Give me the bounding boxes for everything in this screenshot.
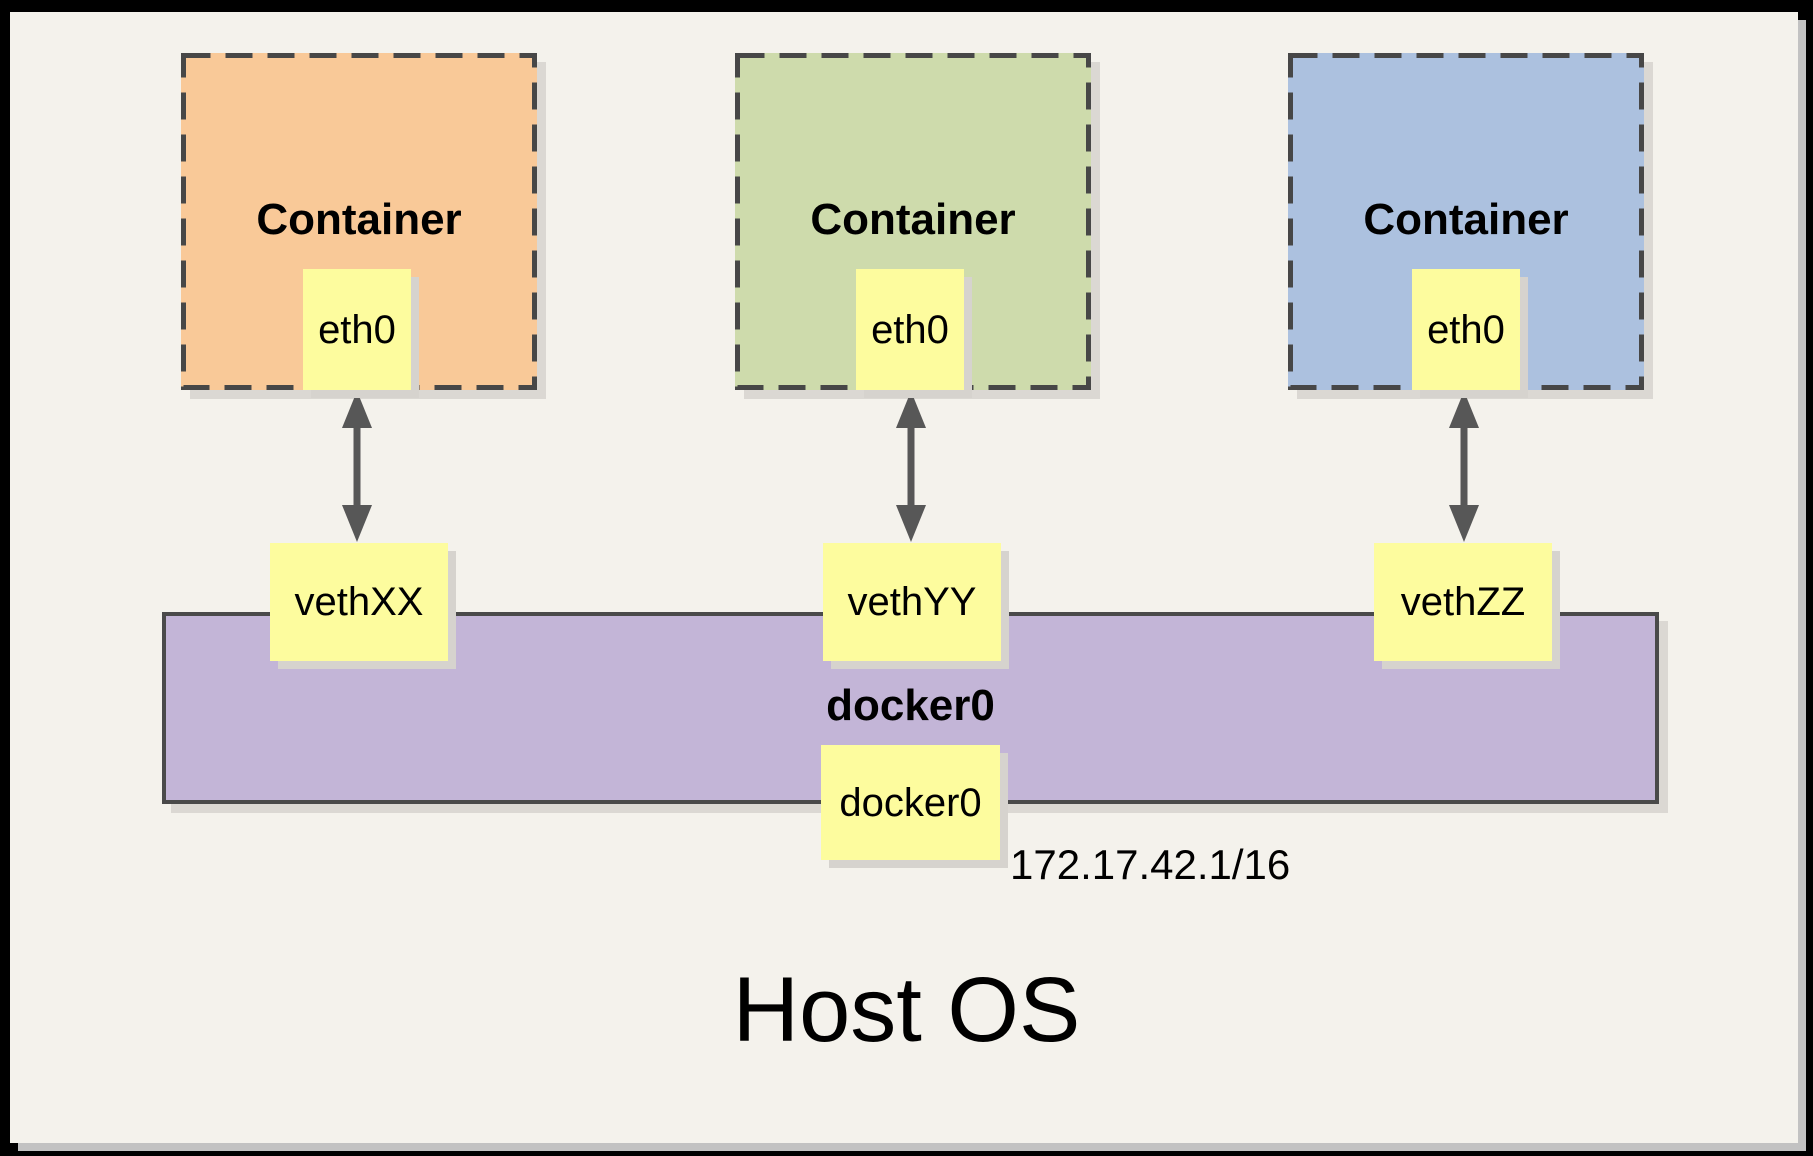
eth0-box-1: eth0 <box>303 269 411 390</box>
eth0-label-3: eth0 <box>1427 307 1505 352</box>
vethzz-box: vethZZ <box>1374 543 1552 661</box>
eth0-box-3: eth0 <box>1412 269 1520 390</box>
eth0-label-1: eth0 <box>318 307 396 352</box>
docker0-bridge-label: docker0 <box>826 681 995 730</box>
eth0-box-2: eth0 <box>856 269 964 390</box>
host-os-label: Host OS <box>732 959 1081 1061</box>
vethyy-label: vethYY <box>847 580 977 624</box>
docker0-ip-address: 172.17.42.1/16 <box>1010 841 1291 888</box>
container-3-label: Container <box>1363 195 1569 244</box>
vethyy-box: vethYY <box>823 543 1001 661</box>
docker0-interface-label: docker0 <box>839 780 982 825</box>
vethxx-box: vethXX <box>270 543 448 661</box>
vethzz-label: vethZZ <box>1400 580 1526 624</box>
vethxx-label: vethXX <box>294 580 424 624</box>
docker0-interface-box: docker0 <box>821 745 1000 860</box>
container-1-label: Container <box>256 195 462 244</box>
container-2-label: Container <box>810 195 1016 244</box>
eth0-label-2: eth0 <box>871 307 949 352</box>
